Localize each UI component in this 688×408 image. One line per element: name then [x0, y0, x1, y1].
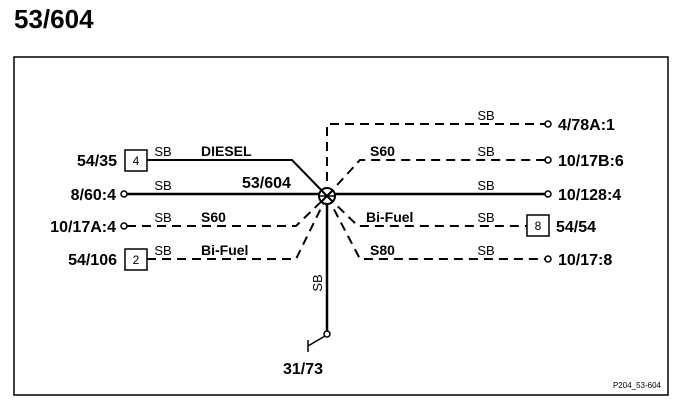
box-label: 4: [133, 154, 140, 168]
wire-ground: [307, 196, 331, 352]
terminal-pin: [544, 190, 552, 198]
box-label: 8: [535, 219, 542, 233]
connector-box-2: 2: [124, 248, 148, 271]
wire-4-78a-1: [326, 120, 552, 196]
variant-label: S80: [370, 242, 395, 258]
variant-label: S60: [201, 209, 226, 225]
wire-color-label: SB: [477, 144, 494, 159]
variant-label: Bi-Fuel: [201, 242, 248, 258]
connector-box-8: 8: [526, 214, 550, 237]
wire-color-label: SB: [477, 178, 494, 193]
page-title: 53/604: [14, 4, 94, 34]
terminal-label: 4/78A:1: [558, 117, 615, 134]
figure-ref: P204_53-604: [613, 381, 662, 390]
splice-node: [318, 187, 336, 205]
terminal-label: 8/60:4: [71, 187, 116, 204]
diagram-frame: [13, 56, 669, 396]
wire-54-106: [147, 195, 328, 260]
wire-color-label: SB: [154, 210, 171, 225]
terminal-pin: [120, 190, 128, 198]
terminal-label: 54/35: [77, 153, 117, 170]
terminal-label: 10/17A:4: [50, 219, 116, 236]
connector-box-4: 4: [124, 149, 148, 172]
wire-10-128-4: [327, 190, 552, 198]
terminal-pin: [544, 156, 552, 164]
terminal-label: 54/106: [68, 252, 117, 269]
terminal-pin: [544, 120, 552, 128]
wire-10-17b-6: [326, 156, 552, 197]
wire-54-35: [147, 159, 328, 197]
wire-8-60-4: [120, 190, 327, 198]
wire-color-label: SB: [477, 243, 494, 258]
box-label: 2: [133, 253, 140, 267]
ground-label: 31/73: [283, 361, 323, 378]
variant-label: DIESEL: [201, 143, 252, 159]
terminal-label: 10/17:8: [558, 252, 612, 269]
splice-label: 53/604: [242, 175, 291, 192]
wire-10-17a-4: [120, 195, 328, 230]
wire-color-label: SB: [477, 108, 494, 123]
terminal-label: 10/128:4: [558, 187, 621, 204]
wire-color-label: SB: [154, 144, 171, 159]
wire-color-label: SB: [477, 210, 494, 225]
terminal-pin: [544, 255, 552, 263]
wire-color-label: SB: [154, 243, 171, 258]
terminal-pin: [120, 222, 128, 230]
wire-color-label: SB: [310, 274, 325, 291]
wire-54-54: [326, 195, 527, 227]
wire-color-label: SB: [154, 178, 171, 193]
wire-10-17-8: [326, 195, 552, 263]
terminal-label: 54/54: [556, 219, 596, 236]
variant-label: Bi-Fuel: [366, 209, 413, 225]
variant-label: S60: [370, 143, 395, 159]
terminal-label: 10/17B:6: [558, 153, 624, 170]
